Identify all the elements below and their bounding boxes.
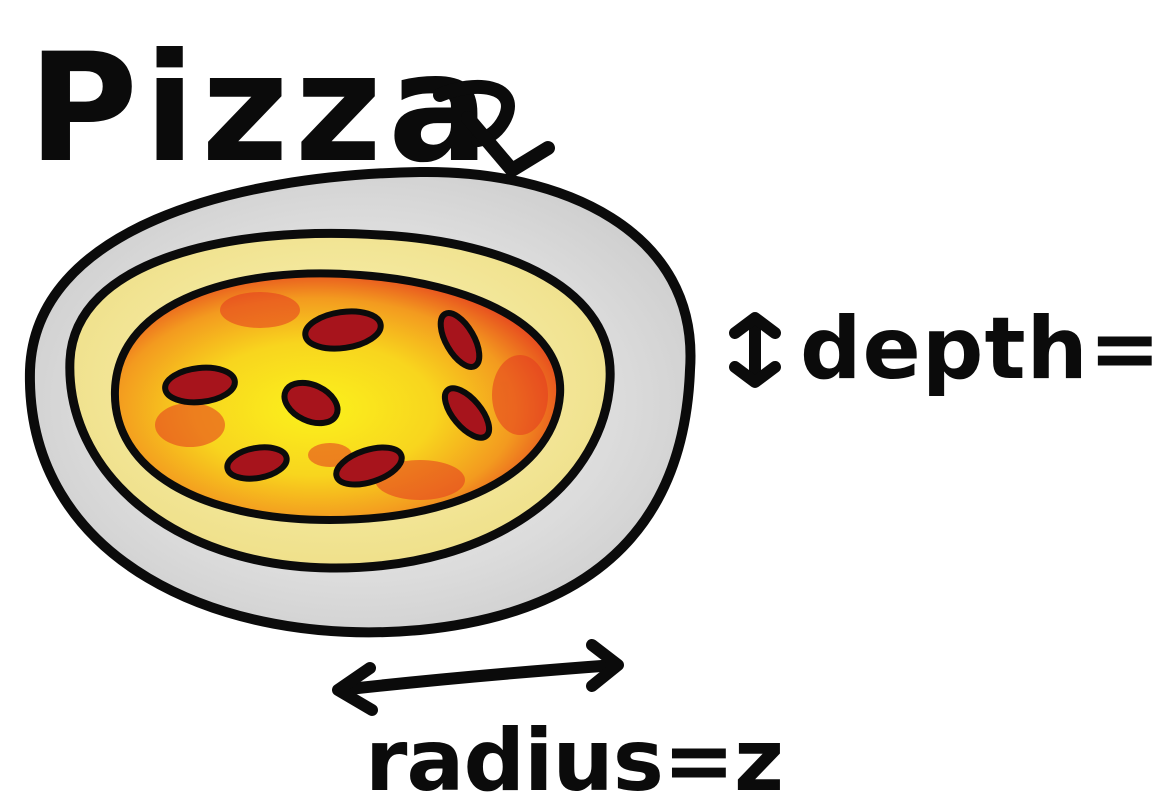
pepperoni [162,364,238,406]
pepperoni [333,444,405,488]
depth-label: depth=a [800,299,1163,399]
title-pointer-arrow [433,79,555,177]
pepperoni [302,308,384,352]
pepperoni [441,385,493,441]
title-text: Pizza [28,22,495,196]
pepperoni-group [162,308,493,488]
pepperoni [437,310,483,370]
radius-label: radius=z [365,711,783,804]
sauce-blotches [155,292,548,500]
depth-arrow [729,312,781,388]
radius-arrow [332,639,624,716]
pepperoni [281,379,341,427]
pepperoni [224,444,290,482]
